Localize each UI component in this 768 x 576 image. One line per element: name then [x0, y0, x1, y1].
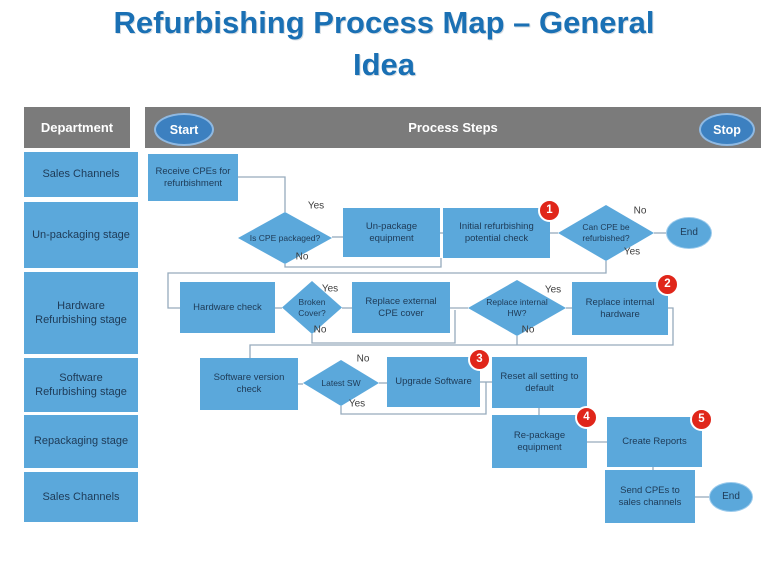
node-label: Re-package equipment [513, 429, 566, 453]
node-label: Reset all setting to default [500, 370, 579, 394]
edge-label-ih-yes: Yes [544, 284, 562, 296]
node-label: Replace internal HW? [486, 297, 548, 318]
diamond-shape [558, 205, 654, 261]
diamond-shape [238, 212, 332, 264]
department-row-2: Un-packaging stage [24, 202, 138, 268]
node-receive: Receive CPEs for refurbishment [148, 154, 238, 201]
node-label: Replace internal hardware [585, 296, 655, 320]
edge-label-pk-yes: Yes [307, 200, 325, 212]
node-label: Is CPE packaged? [249, 232, 321, 243]
edge-label-bc-yes: Yes [321, 283, 339, 295]
node-label: Initial refurbishing potential check [459, 221, 534, 244]
department-row-1: Sales Channels [24, 152, 138, 197]
node-send-cpes: Send CPEs to sales channels [605, 470, 695, 523]
node-reset-default: Reset all setting to default [492, 357, 587, 408]
node-label: End [722, 490, 740, 502]
step-badge-5: 5 [690, 408, 713, 431]
step-badge-4: 4 [575, 406, 598, 429]
node-upgrade-sw: Upgrade Software 3 [387, 348, 491, 407]
node-repackage: Re-package equipment 4 [492, 406, 598, 468]
node-is-packaged: Is CPE packaged? [238, 212, 332, 264]
node-label: Upgrade Software [395, 376, 472, 388]
department-row-6: Sales Channels [24, 472, 138, 522]
node-label: Hardware check [193, 301, 262, 313]
node-replace-external: Replace external CPE cover [352, 282, 450, 333]
process-steps-header: Start Process Steps Stop [145, 107, 761, 148]
node-label: Replace external CPE cover [365, 295, 437, 319]
edge-label-ih-no: No [521, 324, 535, 336]
step-badge-2: 2 [656, 273, 679, 296]
start-terminator: Start [154, 113, 214, 146]
node-label: Create Reports [622, 436, 687, 448]
node-unpackage: Un-package equipment [343, 208, 440, 257]
node-software-check: Software version check [200, 358, 298, 410]
edge-label-pk-no: No [295, 251, 309, 263]
department-row-5: Repackaging stage [24, 415, 138, 468]
edge-label-rf-yes: Yes [623, 246, 641, 258]
edge-label-sw-no: No [356, 353, 370, 365]
page-title-line2: Idea [352, 47, 416, 83]
node-label: Send CPEs to sales channels [618, 484, 682, 508]
node-hardware-check: Hardware check [180, 282, 275, 333]
department-row-4: Software Refurbishing stage [24, 358, 138, 412]
node-label: Latest SW [321, 377, 361, 388]
node-latest-sw: Latest SW [303, 360, 379, 406]
node-label: Software version check [213, 372, 285, 395]
page-title: Refurbishing Process Map – General Idea [0, 2, 768, 86]
node-label: Receive CPEs for refurbishment [155, 165, 231, 189]
node-label: Un-package equipment [365, 220, 418, 244]
node-label: End [680, 226, 698, 238]
stop-terminator: Stop [699, 113, 755, 146]
node-label: Can CPE be refurbished? [582, 222, 630, 243]
department-column-header: Department [24, 107, 130, 148]
step-badge-1: 1 [538, 199, 561, 222]
edge-label-sw-yes: Yes [348, 398, 366, 410]
node-end-bottom: End [709, 482, 753, 512]
node-label: Broken Cover? [298, 296, 326, 318]
edge-label-rf-no: No [633, 205, 647, 217]
node-end-top: End [666, 217, 712, 249]
step-badge-3: 3 [468, 348, 491, 371]
edge-label-bc-no: No [313, 324, 327, 336]
process-steps-label: Process Steps [408, 120, 498, 135]
department-row-3: Hardware Refurbishing stage [24, 272, 138, 354]
node-can-refurbished: Can CPE be refurbished? [558, 205, 654, 261]
page-title-line1: Refurbishing Process Map – General [113, 5, 655, 40]
